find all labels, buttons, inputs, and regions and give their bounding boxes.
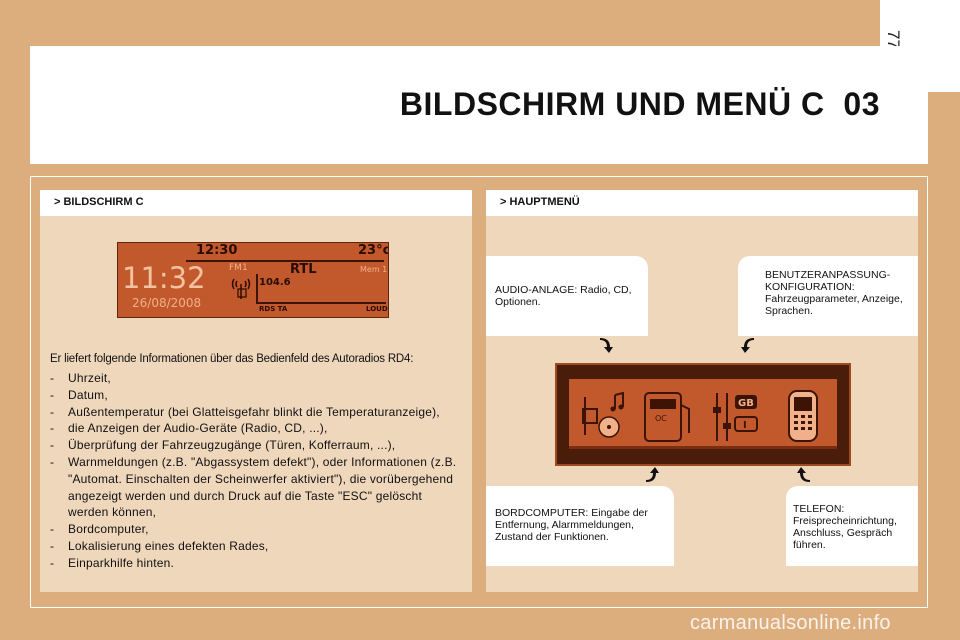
list-item: Datum,: [50, 387, 465, 404]
display-rds: RDS TA: [259, 305, 288, 313]
i-label: I: [743, 420, 747, 431]
radio-display: 12:30 23°c 11:32 26/08/2008 FM1 RTL Mem …: [117, 242, 389, 318]
display-station: RTL: [290, 262, 317, 277]
arrow-down-left-icon: [741, 338, 754, 353]
config-menu-icon: GB I: [713, 393, 758, 441]
audio-description: AUDIO-ANLAGE: Radio, CD, Optionen.: [486, 256, 648, 336]
audio-menu-icon: [582, 391, 624, 438]
list-item: Bordcomputer,: [50, 521, 465, 538]
display-memory: Mem 1: [360, 265, 388, 274]
screen-c-heading: > BILDSCHIRM C: [54, 196, 144, 208]
list-item: Einparkhilfe hinten.: [50, 555, 465, 572]
display-band: FM1: [229, 263, 248, 273]
watermark: carmanualsonline.info: [690, 612, 891, 634]
telefon-description: TELEFON: Freisprecheinrichtung, Anschlus…: [786, 486, 918, 566]
config-description: BENUTZERANPASSUNG-KONFIGURATION: Fahrzeu…: [738, 256, 918, 336]
list-item: Lokalisierung eines defekten Rades,: [50, 538, 465, 555]
list-item: Überprüfung der Fahrzeugzugänge (Türen, …: [50, 437, 465, 454]
screen-c-header: > BILDSCHIRM C: [40, 190, 472, 216]
info-intro: Er liefert folgende Informationen über d…: [50, 353, 414, 365]
main-menu-header: > HAUPTMENÜ: [486, 190, 918, 216]
display-top-bar: [186, 246, 384, 262]
antenna-icon: [231, 278, 251, 299]
arrow-up-left-icon: [797, 467, 810, 482]
content-frame: [30, 176, 928, 608]
info-list: Uhrzeit, Datum, Außentemperatur (bei Gla…: [50, 370, 465, 572]
telephone-menu-icon: [788, 390, 818, 442]
list-item: die Anzeigen der Audio-Geräte (Radio, CD…: [50, 420, 465, 437]
menu-icon-strip: OC GB I: [569, 379, 837, 449]
display-clock: 11:32: [122, 261, 206, 295]
display-time: 12:30: [196, 243, 238, 258]
main-menu-display: OC GB I: [555, 363, 851, 466]
list-item: Warnmeldungen (z.B. "Abgassystem defekt"…: [50, 454, 465, 521]
display-frequency-box: [256, 274, 386, 304]
list-item: Uhrzeit,: [50, 370, 465, 387]
gb-label: GB: [738, 398, 754, 409]
bordcomputer-description: BORDCOMPUTER: Eingabe der Entfernung, Al…: [486, 486, 674, 566]
page-title: BILDSCHIRM UND MENÜ C 03: [399, 86, 880, 122]
arrow-down-right-icon: [600, 338, 613, 353]
title-band: BILDSCHIRM UND MENÜ C 03: [30, 46, 928, 164]
display-frequency: 104.6: [259, 277, 291, 288]
main-menu-heading: > HAUPTMENÜ: [500, 196, 580, 208]
display-loud: LOUD: [366, 305, 388, 313]
arrow-up-right-icon: [646, 467, 659, 482]
display-temperature: 23°c: [358, 243, 389, 258]
oc-label: OC: [655, 414, 667, 423]
display-date: 26/08/2008: [132, 296, 202, 310]
bordcomputer-menu-icon: OC: [644, 392, 690, 442]
list-item: Außentemperatur (bei Glatteisgefahr blin…: [50, 404, 465, 421]
